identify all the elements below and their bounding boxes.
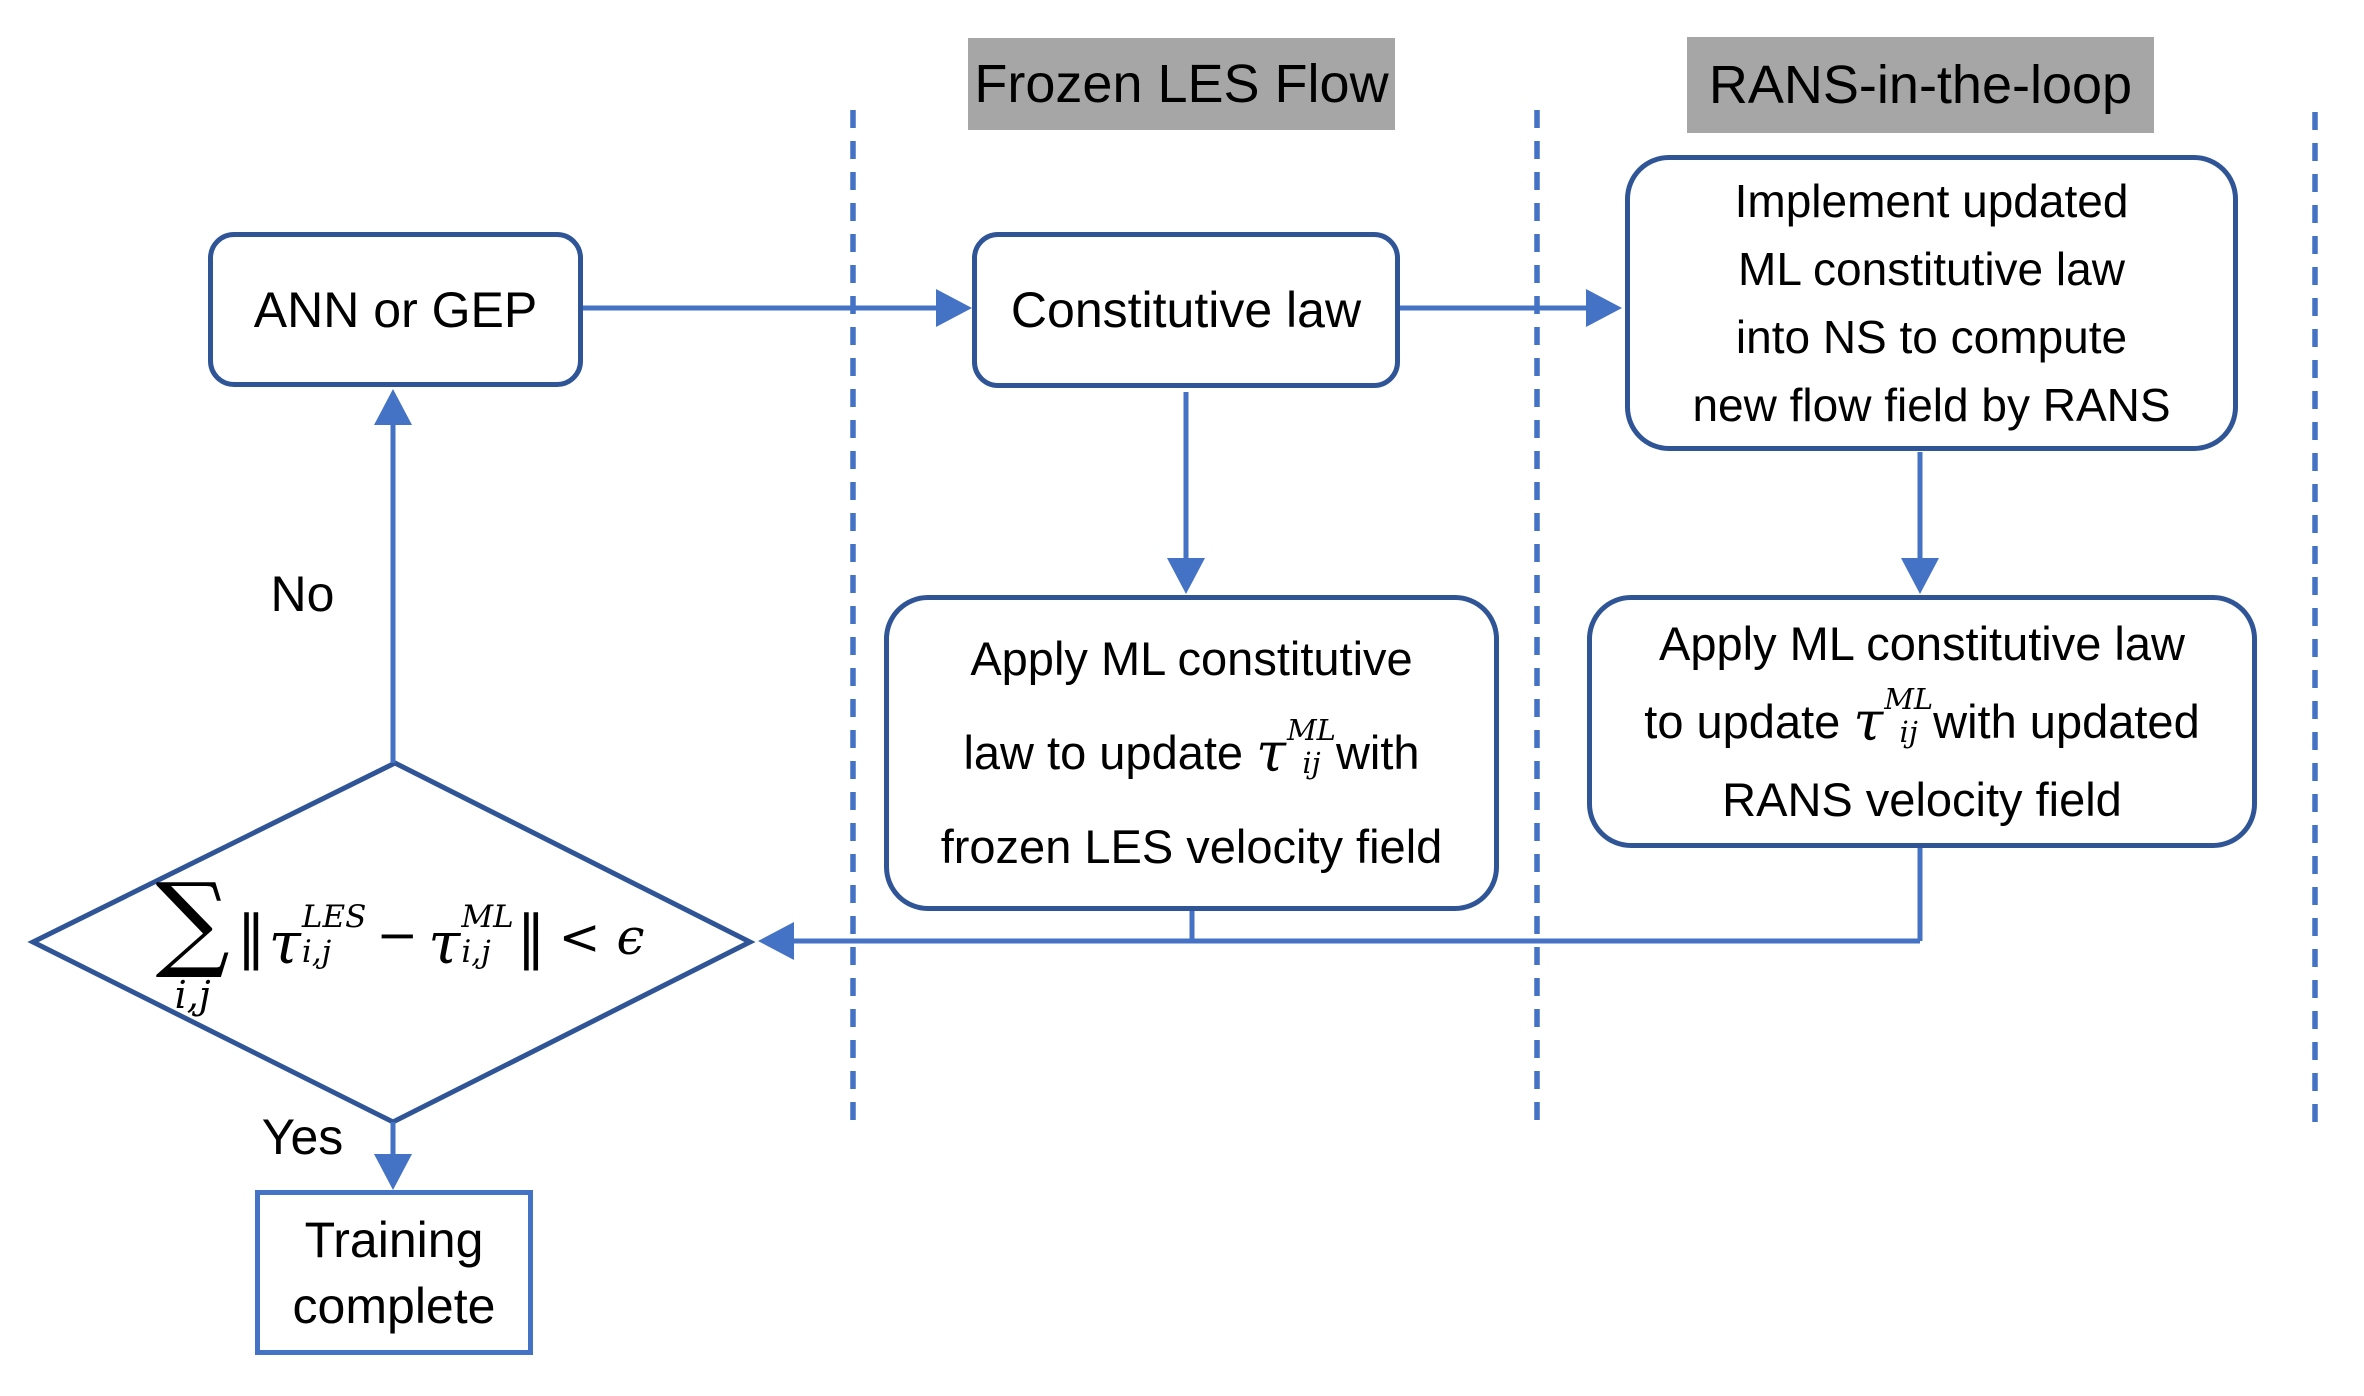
ann-or-gep-node: ANN or GEP [208,232,583,387]
apply-rans-line-2-pre: to update [1644,694,1854,748]
arrowhead-implement-to-apply-rans [1901,558,1939,594]
constitutive-law-label: Constitutive law [1010,282,1362,338]
apply-rans-node: Apply ML constitutive law to update τ ML… [1587,595,2257,848]
training-complete-node: Training complete [255,1190,533,1355]
arrowhead-return-to-diamond [758,922,794,960]
rans-in-the-loop-header-label: RANS-in-the-loop [1708,55,2133,115]
frozen-les-flow-header: Frozen LES Flow [968,38,1395,130]
training-line-1: Training [304,1211,484,1268]
yes-label: Yes [261,1109,344,1165]
implement-line-2: ML constitutive law [1738,243,2125,295]
rans-in-the-loop-header: RANS-in-the-loop [1687,37,2154,133]
convergence-criterion-formula: ∑ i,j ‖ τ LES i,j − τ ML i,j ‖ < ϵ [95,828,705,1058]
arrowhead-no-to-ann [374,389,412,425]
apply-frozen-line-2-post: with [1335,726,1420,779]
ann-or-gep-label: ANN or GEP [253,281,538,338]
norm-close: ‖ [516,903,546,971]
arrowhead-ann-to-constitutive [936,289,972,327]
implement-line-1: Implement updated [1734,175,2129,227]
apply-rans-line-1: Apply ML constitutive law [1659,616,2185,670]
apply-frozen-line-3: frozen LES velocity field [940,820,1443,873]
implement-line-4: new flow field by RANS [1692,379,2171,431]
constitutive-law-node: Constitutive law [972,232,1400,388]
arrowhead-yes-to-training [374,1154,412,1190]
frozen-les-flow-header-label: Frozen LES Flow [974,54,1389,114]
implement-rans-node: Implement updated ML constitutive law in… [1625,155,2238,451]
apply-frozen-line-2: law to update τ ML ij with [963,706,1419,800]
epsilon-comparison: < ϵ [558,908,645,966]
apply-rans-line-2: to update τ ML ij with updated [1644,683,2199,761]
minus-sign: − [376,906,419,964]
implement-line-3: into NS to compute [1735,311,2128,363]
norm-open: ‖ [236,903,266,971]
summation-symbol: ∑ i,j [155,859,230,1018]
apply-frozen-line-1: Apply ML constitutive [970,632,1413,685]
tau-les-symbol: τ LES i,j [268,899,367,977]
arrowhead-constitutive-to-apply-frozen [1167,558,1205,594]
apply-rans-line-3: RANS velocity field [1722,772,2122,826]
tau-ml-symbol: τ ML ij [1853,681,1934,753]
tau-ml-symbol: τ ML ij [1256,713,1336,784]
apply-rans-line-2-post: with updated [1933,694,2200,748]
arrowhead-constitutive-to-implement [1586,289,1622,327]
tau-ml-symbol: τ ML i,j [428,899,514,977]
apply-frozen-les-node: Apply ML constitutive law to update τ ML… [884,595,1499,911]
apply-frozen-line-2-pre: law to update [963,726,1257,779]
training-line-2: complete [292,1277,496,1334]
no-label: No [270,566,335,622]
